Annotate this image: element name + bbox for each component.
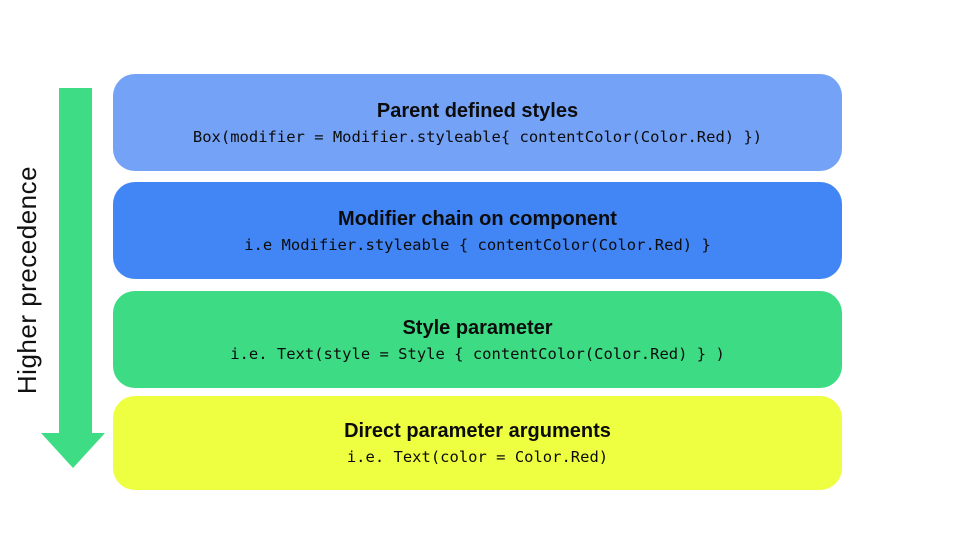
box-title: Modifier chain on component — [338, 207, 617, 230]
box-code: i.e. Text(color = Color.Red) — [346, 448, 609, 466]
down-arrow-shape — [41, 88, 105, 468]
down-arrow-icon — [41, 88, 105, 468]
box-title: Parent defined styles — [376, 99, 579, 122]
box-title: Direct parameter arguments — [344, 420, 611, 442]
box-title: Style parameter — [402, 316, 553, 339]
box-code: Box(modifier = Modifier.styleable{ conte… — [192, 127, 763, 146]
box-parent-defined-styles: Parent defined styles Box(modifier = Mod… — [113, 74, 842, 171]
box-direct-parameter-arguments: Direct parameter arguments i.e. Text(col… — [113, 396, 842, 490]
box-modifier-chain-on-component: Modifier chain on component i.e Modifier… — [113, 182, 842, 279]
box-code: i.e. Text(style = Style { contentColor(C… — [230, 344, 725, 363]
higher-precedence-label: Higher precedence — [12, 165, 42, 395]
box-style-parameter: Style parameter i.e. Text(style = Style … — [113, 291, 842, 388]
box-code: i.e Modifier.styleable { contentColor(Co… — [244, 235, 711, 254]
